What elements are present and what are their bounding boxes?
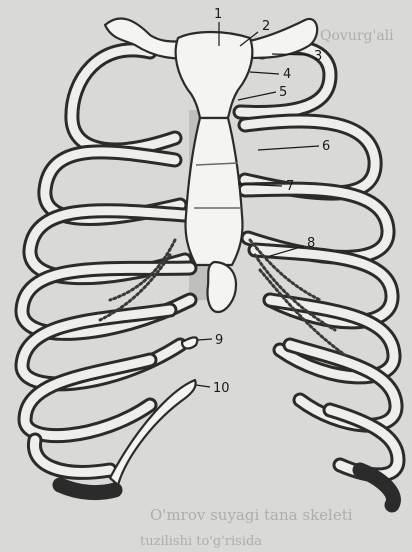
label-3: 3 (314, 49, 322, 64)
bleed-bottom-text-2: tuzilishi to'g'risida (140, 534, 262, 549)
floating-rib-12 (110, 380, 196, 485)
label-5: 5 (279, 85, 287, 100)
left-ribs (22, 50, 190, 493)
label-6: 6 (322, 139, 330, 154)
xiphoid-process (207, 262, 236, 312)
label-1: 1 (214, 7, 222, 22)
sternum-body (185, 118, 242, 265)
label-7: 7 (286, 179, 294, 194)
label-10: 10 (213, 381, 230, 396)
bleed-heading: Qovurg'ali (320, 28, 394, 44)
bleed-bottom-text: O'mrov suyagi tana skeleti (150, 506, 353, 524)
label-9: 9 (215, 333, 223, 348)
label-2: 2 (262, 19, 270, 34)
label-4: 4 (283, 67, 291, 82)
label-8: 8 (307, 236, 315, 251)
left-rib-8 (60, 485, 115, 493)
